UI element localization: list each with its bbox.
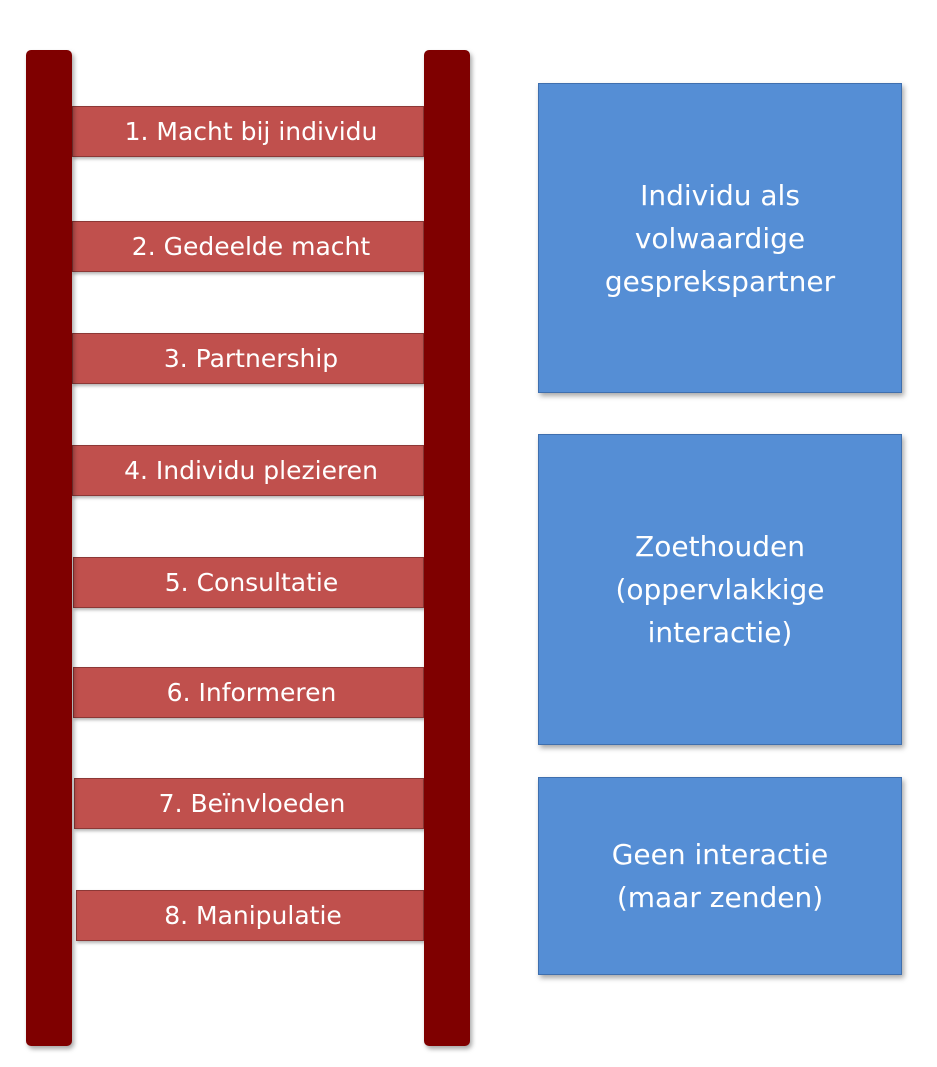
group-box-geen-interactie: Geen interactie (maar zenden) (538, 777, 902, 975)
rung-2: 2. Gedeelde macht (72, 221, 424, 272)
ladder-rail-right (424, 50, 470, 1046)
rung-2-label: 2. Gedeelde macht (131, 232, 371, 261)
rung-8: 8. Manipulatie (76, 890, 424, 941)
rung-7-label: 7. Beïnvloeden (158, 789, 346, 818)
group-box-partner-label: Individu als volwaardige gesprekspartner (604, 178, 836, 298)
rung-1: 1. Macht bij individu (72, 106, 424, 157)
group-box-geen-interactie-label: Geen interactie (maar zenden) (611, 838, 829, 914)
rung-5: 5. Consultatie (73, 557, 424, 608)
rung-5-label: 5. Consultatie (164, 568, 339, 597)
rung-4: 4. Individu plezieren (72, 445, 424, 496)
group-box-partner: Individu als volwaardige gesprekspartner (538, 83, 902, 393)
rung-6: 6. Informeren (73, 667, 424, 718)
group-box-zoethouden-label: Zoethouden (oppervlakkige interactie) (615, 530, 825, 649)
rung-4-label: 4. Individu plezieren (124, 456, 378, 485)
rung-1-label: 1. Macht bij individu (124, 117, 378, 146)
rung-3: 3. Partnership (72, 333, 424, 384)
ladder-rail-left (26, 50, 72, 1046)
rung-6-label: 6. Informeren (166, 678, 337, 707)
rung-8-label: 8. Manipulatie (164, 901, 342, 930)
rung-3-label: 3. Partnership (163, 344, 339, 373)
rung-7: 7. Beïnvloeden (74, 778, 424, 829)
group-box-zoethouden: Zoethouden (oppervlakkige interactie) (538, 434, 902, 745)
